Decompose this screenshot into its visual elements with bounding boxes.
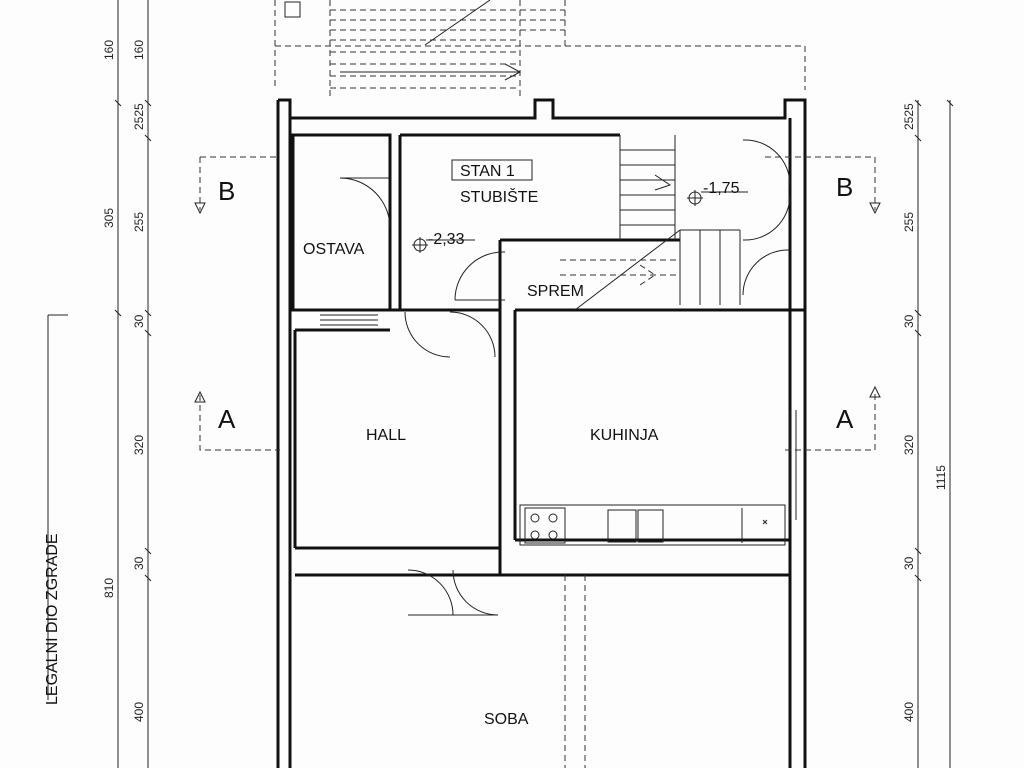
dim-right-320: 320 [902,435,916,455]
room-ostava: OSTAVA [303,241,365,258]
dim-left-305: 305 [102,208,116,228]
level-upper: -2,33 [428,231,465,248]
dim-right-2525: 2525 [902,103,916,130]
dim-left-30a: 30 [132,314,146,328]
room-stubiste: STUBIŠTE [460,187,538,206]
interior-stairs [560,135,741,311]
room-sprem: SPREM [527,283,584,300]
room-kuhinja: KUHINJA [590,427,659,444]
level-lower: -1,75 [703,180,740,197]
section-arrow-icon [194,156,881,451]
interior-walls [291,133,805,577]
dim-left-160b: 160 [132,40,146,60]
dim-right-255: 255 [902,212,916,232]
dim-right-30a: 30 [902,314,916,328]
section-a-left: A [218,404,236,434]
exterior-walls [276,98,807,768]
dim-left-810: 810 [102,578,116,598]
apartment-label-box [451,159,533,181]
dim-right-400: 400 [902,702,916,722]
level-marker-icon [412,190,748,253]
section-b-left: B [218,176,235,206]
dim-left-320: 320 [132,435,146,455]
room-hall: HALL [366,427,406,444]
dimension-lines [47,0,954,768]
dim-left-30b: 30 [132,556,146,570]
room-soba: SOBA [484,711,529,728]
apartment-label: STAN 1 [460,163,515,180]
doors-windows [320,139,797,768]
dim-right-30b: 30 [902,556,916,570]
kitchen-counter [519,504,786,546]
section-a-right: A [836,404,854,434]
dim-left-160a: 160 [102,40,116,60]
side-caption: LEGALNI DIO ZGRADE [44,533,61,705]
dim-left-2525: 2525 [132,103,146,130]
section-b-right: B [836,172,853,202]
dim-left-400: 400 [132,702,146,722]
dim-left-255: 255 [132,212,146,232]
entrance-stairs [274,0,806,100]
dim-right-1115: 1115 [934,465,948,490]
